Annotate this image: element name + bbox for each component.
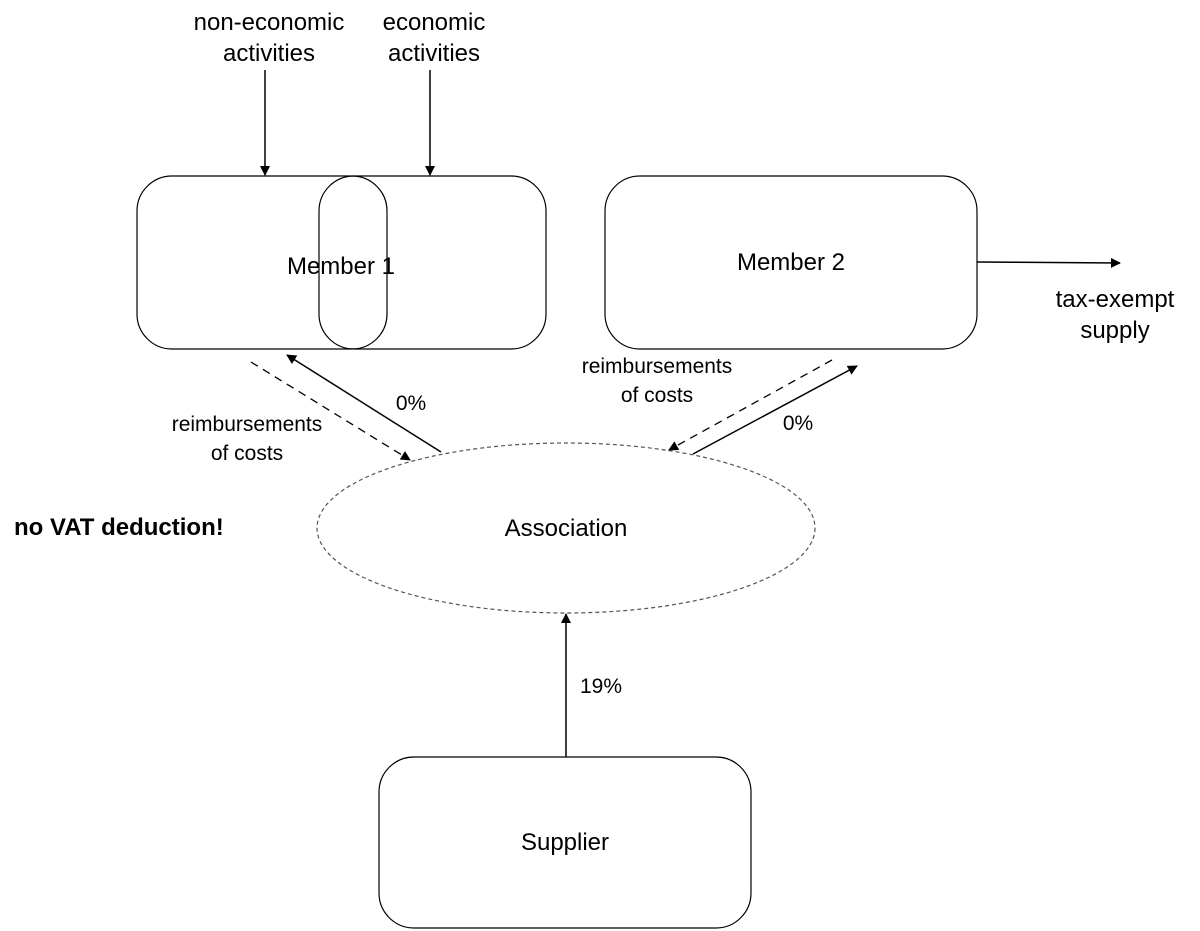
association-label: Association [505, 515, 628, 542]
reimbursement-label-left-line1: reimbursements [172, 413, 323, 436]
rate-arrow-to-member2 [692, 365, 858, 455]
rate-label-supplier: 19% [580, 675, 622, 698]
non-economic-label-line1: non-economic [194, 9, 345, 36]
rate-label-right: 0% [783, 412, 813, 435]
member1-box-right [318, 175, 547, 350]
supplier-box [378, 756, 752, 929]
association-ellipse [316, 442, 816, 614]
economic-label-line2: activities [388, 40, 480, 67]
reimbursement-arrow-to-association-left [250, 361, 411, 461]
reimbursement-label-left-line2: of costs [211, 442, 283, 465]
no-vat-deduction-note: no VAT deduction! [14, 514, 224, 541]
member1-box-left [136, 175, 388, 350]
supplier-label: Supplier [521, 829, 609, 856]
rate-label-left: 0% [396, 392, 426, 415]
tax-exempt-label-line2: supply [1080, 317, 1149, 344]
member2-label: Member 2 [737, 249, 845, 276]
rate-arrow-to-member1 [286, 354, 442, 453]
tax-exempt-arrow [976, 257, 1121, 268]
non-economic-label-line2: activities [223, 40, 315, 67]
tax-exempt-label-line1: tax-exempt [1056, 286, 1175, 313]
reimbursement-label-right-line2: of costs [621, 384, 693, 407]
member1-label: Member 1 [287, 253, 395, 280]
reimbursement-arrow-to-association-right [668, 359, 833, 451]
economic-label-line1: economic [383, 9, 486, 36]
reimbursement-label-right-line1: reimbursements [582, 355, 733, 378]
